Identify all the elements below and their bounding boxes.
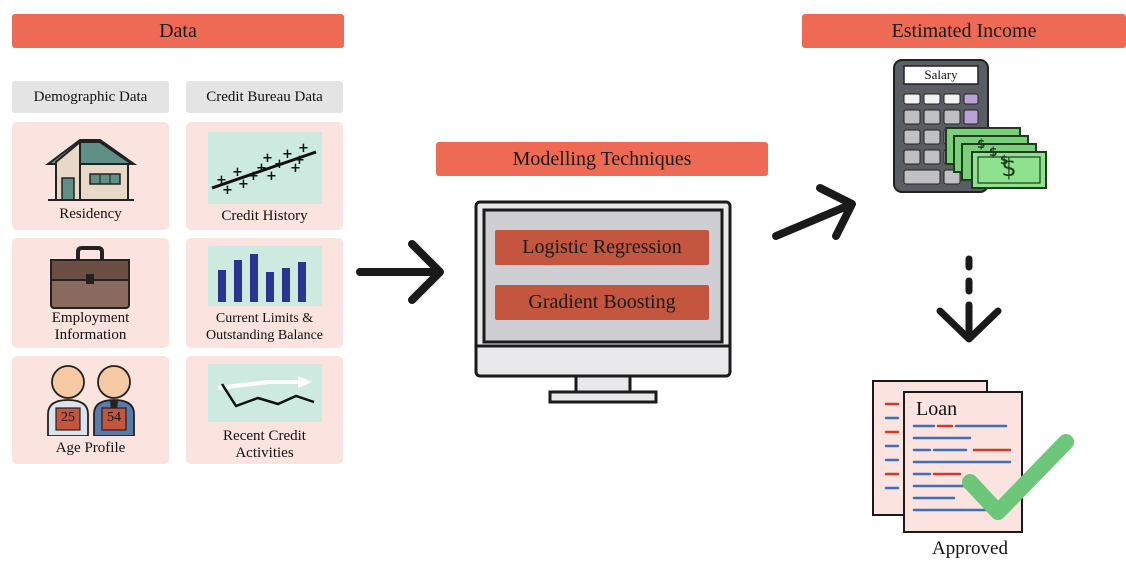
activities-label-line2: Activities	[235, 445, 294, 461]
age-profile-label: Age Profile	[55, 440, 126, 456]
estimated-income-banner: Estimated Income	[802, 14, 1126, 48]
people-icon	[47, 365, 135, 436]
residency-card: Residency	[12, 122, 169, 230]
limits-label-line1: Current Limits &	[215, 311, 314, 326]
modelling-title: Modelling Techniques	[512, 147, 692, 170]
calculator-display-label: Salary	[924, 67, 958, 82]
svg-text:+: +	[290, 161, 301, 176]
employment-label-line1: Employment	[51, 310, 130, 326]
bar-chart-icon	[208, 246, 322, 306]
credit-bureau-data-label: Credit Bureau Data	[206, 88, 323, 105]
activities-label-line1: Recent Credit	[223, 428, 306, 444]
svg-text:+: +	[282, 147, 293, 162]
age-profile-card: 25 54 Age Profile	[12, 356, 169, 464]
house-icon	[45, 139, 138, 201]
cash-stack-icon: $ $ $	[945, 127, 1047, 189]
svg-text:+: +	[216, 173, 227, 188]
modelling-banner: Modelling Techniques	[436, 142, 768, 176]
loan-document-title: Loan	[916, 398, 958, 420]
svg-text:+: +	[266, 169, 277, 184]
demographic-data-label: Demographic Data	[33, 88, 148, 105]
svg-text:+: +	[238, 177, 249, 192]
logistic-regression-label: Logistic Regression	[522, 236, 682, 258]
briefcase-icon	[50, 246, 130, 309]
trend-line-icon	[208, 364, 322, 422]
demographic-data-header: Demographic Data	[12, 81, 169, 113]
cash-dollar-sign: $	[1001, 154, 1017, 182]
credit-history-label: Credit History	[221, 208, 308, 224]
svg-text:$: $	[1000, 153, 1008, 167]
svg-text:+: +	[232, 165, 243, 180]
logistic-regression-box: Logistic Regression	[495, 230, 709, 265]
data-section-banner: Data	[12, 14, 344, 48]
dashed-arrow-down-icon	[936, 255, 1002, 343]
svg-text:+: +	[256, 161, 267, 176]
svg-text:+: +	[298, 141, 309, 156]
loan-document-icon	[872, 380, 1074, 533]
svg-text:+: +	[262, 151, 273, 166]
gradient-boosting-label: Gradient Boosting	[528, 291, 676, 313]
age-badge-right: 54	[107, 410, 121, 425]
data-section-title: Data	[159, 19, 197, 42]
employment-label-line2: Information	[54, 327, 127, 343]
svg-text:+: +	[248, 169, 259, 184]
scatter-plot-icon: +++ +++ +++ +++ +	[208, 132, 322, 204]
approved-label: Approved	[932, 538, 1008, 559]
svg-text:+: +	[222, 183, 233, 198]
arrow-to-model-icon	[356, 240, 444, 304]
limits-balance-card: Current Limits & Outstanding Balance	[186, 238, 343, 348]
svg-text:$: $	[989, 145, 997, 159]
estimated-income-title: Estimated Income	[891, 19, 1037, 42]
recent-activities-card: Recent Credit Activities	[186, 356, 343, 464]
residency-label: Residency	[59, 206, 122, 222]
svg-text:$: $	[977, 137, 985, 151]
svg-text:+: +	[274, 157, 285, 172]
svg-text:+: +	[294, 153, 305, 168]
limits-label-line2: Outstanding Balance	[205, 328, 324, 343]
age-badge-left: 25	[61, 410, 75, 425]
employment-card: Employment Information	[12, 238, 169, 348]
credit-history-card: +++ +++ +++ +++ + Credit History	[186, 122, 343, 230]
arrow-to-income-icon	[772, 184, 856, 240]
credit-bureau-data-header: Credit Bureau Data	[186, 81, 343, 113]
gradient-boosting-box: Gradient Boosting	[495, 285, 709, 320]
